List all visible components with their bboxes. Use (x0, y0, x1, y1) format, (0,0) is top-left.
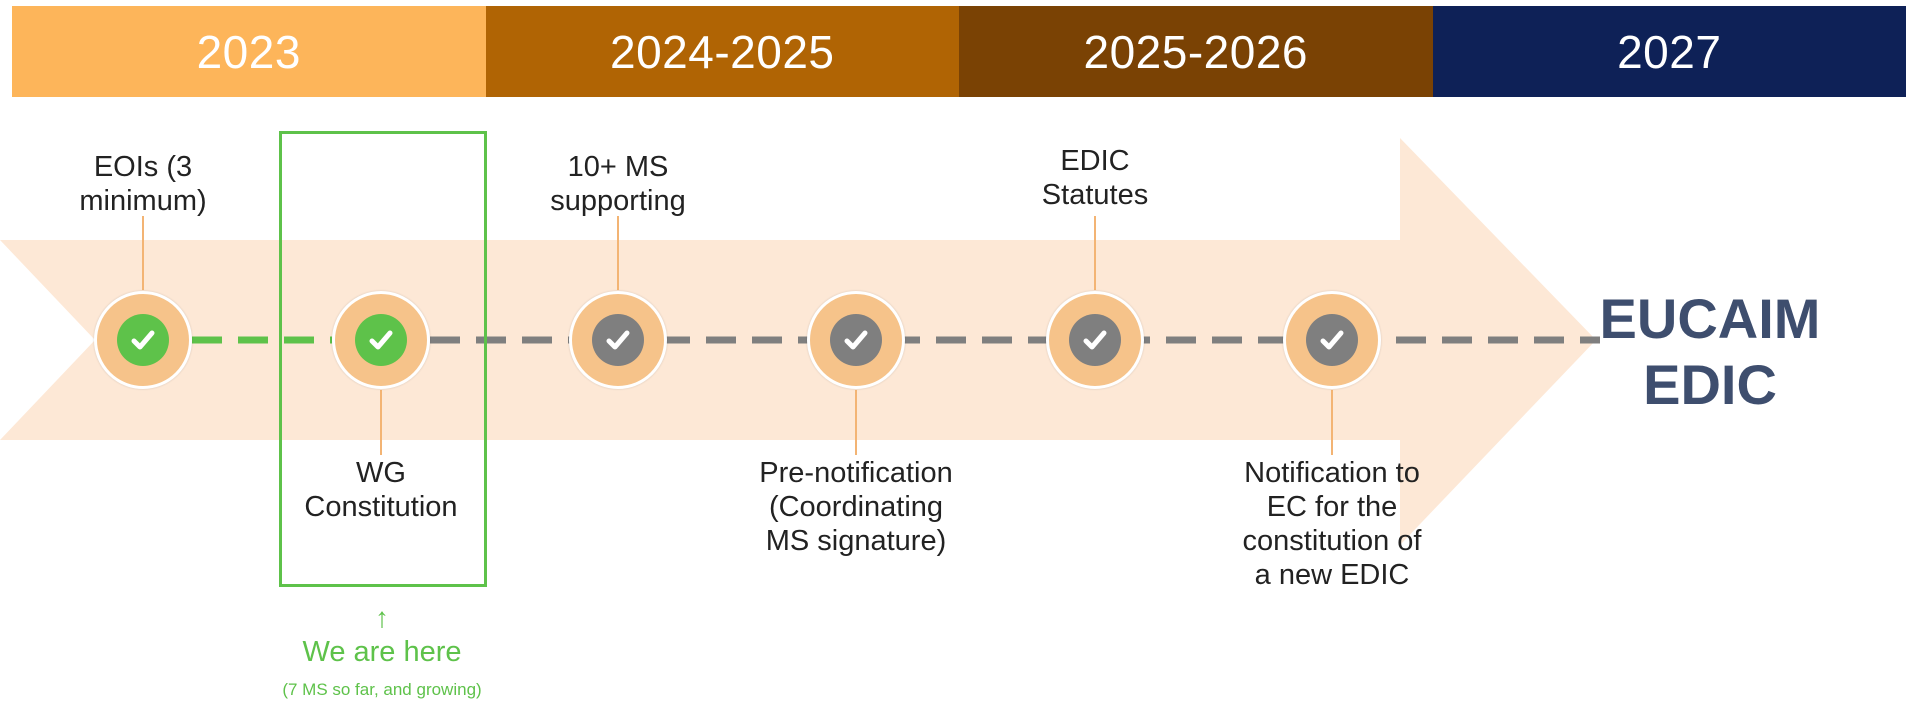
milestone-node-eois (94, 291, 192, 389)
we-are-here-label: We are here (302, 636, 462, 668)
milestone-node-notification (1283, 291, 1381, 389)
milestone-label-notification: Notification to EC for the constitution … (1242, 457, 1422, 591)
connector-lines (142, 216, 1333, 455)
year-bar: 2023 2024-2025 2025-2026 2027 (12, 6, 1906, 97)
milestone-node-edic-statutes (1046, 291, 1144, 389)
milestone-node-wg-constitution (332, 291, 430, 389)
check-icon (1306, 314, 1358, 366)
milestone-label-10-ms: 10+ MS supporting (550, 151, 686, 217)
milestone-label-eois: EOIs (3 minimum) (79, 151, 207, 217)
milestone-node-pre-notification (807, 291, 905, 389)
check-icon (1069, 314, 1121, 366)
year-segment-2025-2026: 2025-2026 (959, 6, 1433, 97)
milestone-label-wg-constitution: WG Constitution (304, 457, 458, 523)
we-are-here-note: (7 MS so far, and growing) (282, 680, 482, 699)
up-arrow-icon: ↑ (375, 602, 389, 633)
check-icon (117, 314, 169, 366)
year-segment-2024-2025: 2024-2025 (485, 6, 959, 97)
year-segment-2023: 2023 (12, 6, 486, 97)
check-icon (592, 314, 644, 366)
milestone-label-pre-notification: Pre-notification (Coordinating MS signat… (759, 457, 953, 557)
check-icon (830, 314, 882, 366)
milestone-node-10-ms (569, 291, 667, 389)
year-segment-2027: 2027 (1432, 6, 1906, 97)
target-label: EUCAIM EDIC (1599, 287, 1821, 416)
milestone-label-edic-statutes: EDIC Statutes (1041, 145, 1149, 211)
current-stage-highlight (279, 131, 487, 587)
check-icon (355, 314, 407, 366)
